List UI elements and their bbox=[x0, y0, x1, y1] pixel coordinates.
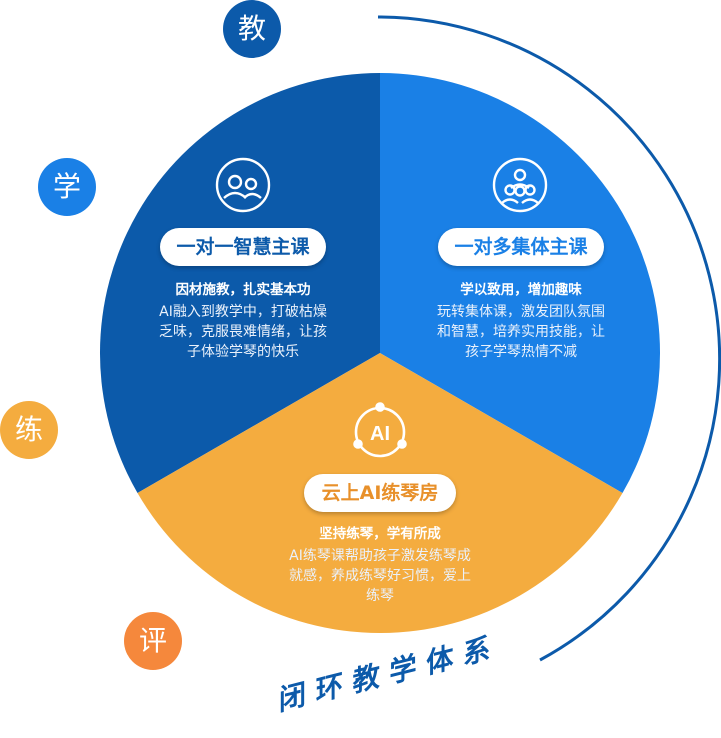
description-line: AI练琴课帮助孩子激发练琴成 bbox=[289, 548, 471, 564]
description-line: 就感，养成练琴好习惯，爱上 bbox=[289, 568, 471, 584]
group-people-icon bbox=[492, 157, 548, 213]
description-line: AI融入到教学中，打破枯燥 bbox=[159, 304, 327, 320]
group-title: 一对多集体主课 bbox=[438, 228, 604, 266]
ai-icon-text: AI bbox=[370, 423, 390, 445]
sector-one-on-one bbox=[99, 72, 381, 493]
ai-room-title: 云上AI练琴房 bbox=[304, 474, 456, 512]
group-description: 玩转集体课，激发团队氛围 和智慧，培养实用技能，让 孩子学琴热情不减 bbox=[408, 302, 634, 362]
description-line: 玩转集体课，激发团队氛围 bbox=[437, 304, 605, 320]
label-learn: 学 bbox=[38, 158, 96, 216]
label-teach: 教 bbox=[223, 0, 281, 58]
sector-group bbox=[380, 73, 661, 493]
label-practice: 练 bbox=[0, 401, 58, 459]
one-on-one-title: 一对一智慧主课 bbox=[160, 228, 326, 266]
one-on-one-description: AI融入到教学中，打破枯燥 乏味，克服畏难情绪，让孩 子体验学琴的快乐 bbox=[130, 302, 356, 362]
description-line: 孩子学琴热情不减 bbox=[465, 344, 577, 360]
ai-room-subtitle: 坚持练琴，学有所成 bbox=[319, 526, 441, 542]
group-subtitle: 学以致用，增加趣味 bbox=[460, 282, 582, 298]
description-line: 练琴 bbox=[366, 588, 394, 604]
outer-arc bbox=[377, 15, 721, 662]
single-person-pair-icon bbox=[215, 157, 271, 213]
one-on-one-subtitle: 因材施教，扎实基本功 bbox=[175, 282, 311, 298]
ai-cycle-icon bbox=[353, 402, 407, 458]
description-line: 乏味，克服畏难情绪，让孩 bbox=[159, 324, 327, 340]
ai-room-description: AI练琴课帮助孩子激发练琴成 就感，养成练琴好习惯，爱上 练琴 bbox=[268, 546, 492, 606]
description-line: 子体验学琴的快乐 bbox=[187, 344, 299, 360]
label-evaluate: 评 bbox=[124, 612, 182, 670]
description-line: 和智慧，培养实用技能，让 bbox=[437, 324, 605, 340]
